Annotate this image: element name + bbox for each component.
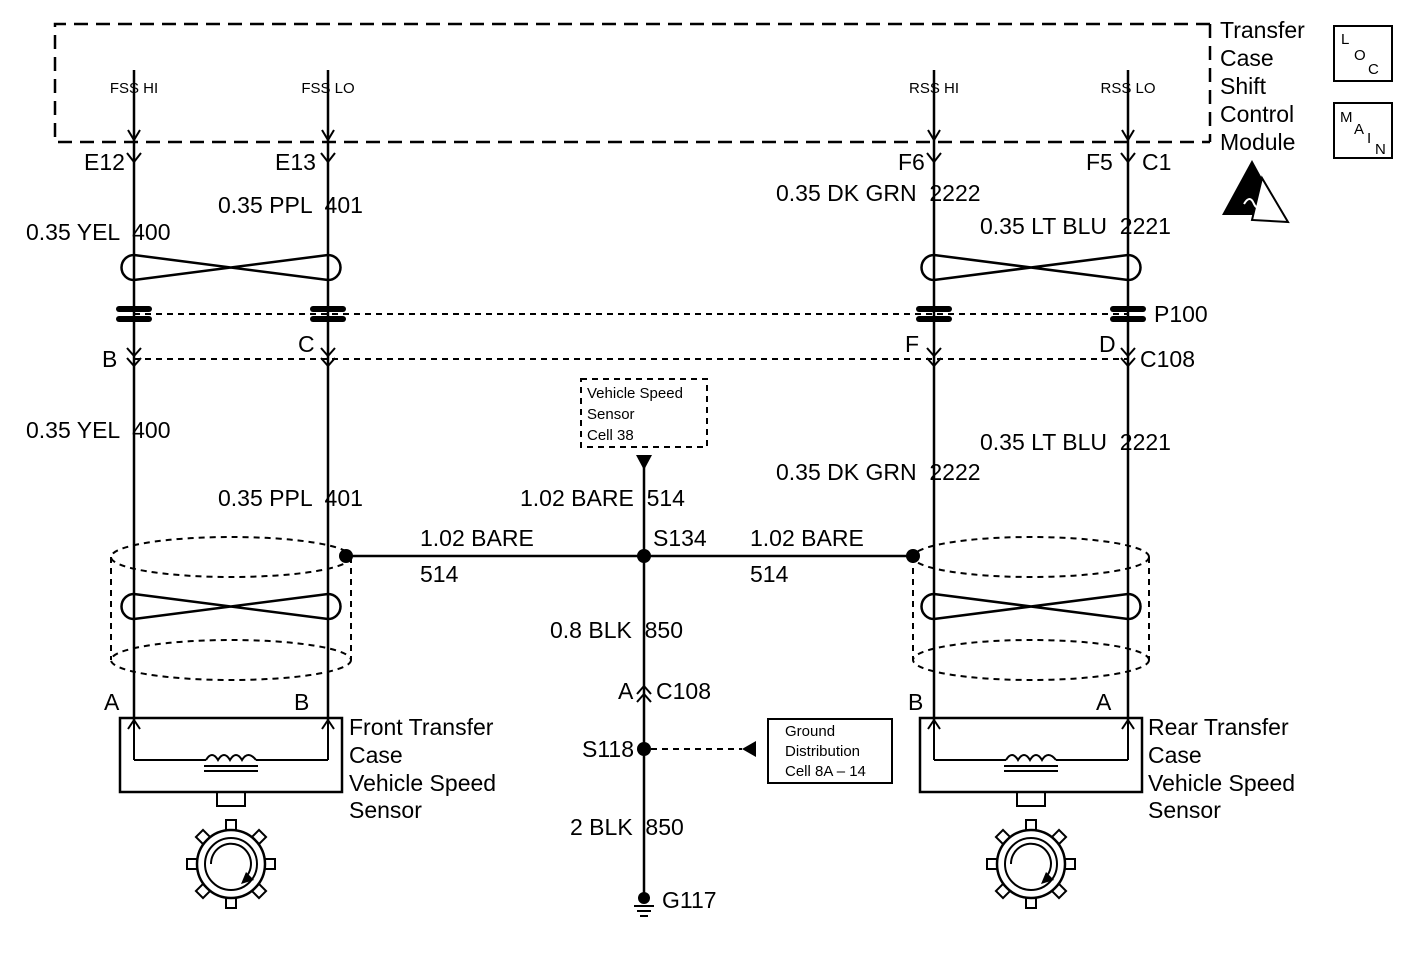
ground-ref-line: Distribution <box>785 743 860 760</box>
esd-sensitive-icon <box>1222 160 1290 224</box>
main-letter: A <box>1354 121 1364 138</box>
splice-s118-node <box>637 741 756 757</box>
wire-label-2221-lower: 0.35 LT BLU 2221 <box>980 429 1171 455</box>
pin-b: B <box>102 346 117 372</box>
sensor-label-line: Sensor <box>349 797 422 823</box>
pin-e13: E13 <box>275 149 316 175</box>
sensor-label-line: Case <box>349 742 403 768</box>
sensor-pin-a: A <box>1096 689 1112 715</box>
pin-f6: F6 <box>898 149 925 175</box>
shield-front <box>110 536 352 681</box>
connector-name-p100: P100 <box>1154 301 1208 327</box>
vss-reference-box[interactable]: Vehicle Speed Sensor Cell 38 <box>580 378 708 470</box>
splice-s118: S118 <box>582 736 634 762</box>
transfer-case-shift-control-module: Transfer Case Shift Control Module FSS H… <box>53 17 1305 155</box>
sensor-label-line: Vehicle Speed <box>1148 770 1295 796</box>
ground-ref-line: Ground <box>785 723 835 740</box>
twisted-pair-rear-upper <box>920 253 1142 282</box>
main-letter: N <box>1375 141 1386 158</box>
wire-label-850-upper: 0.8 BLK 850 <box>550 617 683 643</box>
loc-letter: C <box>1368 61 1379 78</box>
wire-label-850-lower: 2 BLK 850 <box>570 814 684 840</box>
sensor-label-line: Rear Transfer <box>1148 714 1289 740</box>
vss-ref-line: Vehicle Speed <box>587 385 683 402</box>
pin-f: F <box>905 331 919 357</box>
pin-f5: F5 <box>1086 149 1113 175</box>
shield-rear <box>912 536 1150 681</box>
splice-s134: S134 <box>653 525 707 551</box>
ground-g117: G117 <box>662 887 717 913</box>
loc-letter: L <box>1341 31 1349 48</box>
ground-g117-icon <box>634 892 654 917</box>
sensor-label-line: Sensor <box>1148 797 1221 823</box>
module-title-line: Case <box>1220 45 1274 71</box>
wire-label-400-lower: 0.35 YEL 400 <box>26 417 171 443</box>
vss-ref-line: Sensor <box>587 406 635 423</box>
ground-ref-line: Cell 8A – 14 <box>785 763 866 780</box>
pin-e12: E12 <box>84 149 125 175</box>
wire-label-401-upper: 0.35 PPL 401 <box>218 192 363 218</box>
pin-arrows <box>127 129 1135 142</box>
connector-name-c1: C1 <box>1142 149 1171 175</box>
loc-letter: O <box>1354 47 1366 64</box>
front-speed-sensor: A B Front Transfer Case Vehicle Speed S <box>104 689 496 909</box>
sensor-label-line: Case <box>1148 742 1202 768</box>
wire-label-514-left-a: 1.02 BARE <box>420 525 534 551</box>
loc-badge[interactable]: L O C <box>1333 25 1393 82</box>
rear-speed-sensor: B A Rear Transfer Case Vehicle Speed Se <box>908 689 1295 909</box>
module-title-line: Shift <box>1220 73 1267 99</box>
connector-name-c108-center: C108 <box>656 678 711 704</box>
wire-label-514-left-b: 514 <box>420 561 459 587</box>
connector-name-c108: C108 <box>1140 346 1195 372</box>
main-letter: M <box>1340 109 1353 126</box>
wire-label-401-lower: 0.35 PPL 401 <box>218 485 363 511</box>
connector-c1: E12 E13 F6 F5 C1 <box>84 149 1171 175</box>
connector-c108: B C F D C108 <box>102 331 1195 372</box>
module-title-line: Control <box>1220 101 1294 127</box>
module-title-line: Module <box>1220 129 1295 155</box>
wire-label-514-right-a: 1.02 BARE <box>750 525 864 551</box>
ground-distribution-reference[interactable]: Ground Distribution Cell 8A – 14 <box>767 718 893 784</box>
wire-label-400-upper: 0.35 YEL 400 <box>26 219 171 245</box>
connector-c108-center: A C108 <box>618 678 711 704</box>
sensor-label-line: Front Transfer <box>349 714 494 740</box>
pin-d: D <box>1099 331 1116 357</box>
sensor-label-line: Vehicle Speed <box>349 770 496 796</box>
vss-ref-line: Cell 38 <box>587 427 634 444</box>
sensor-pin-a: A <box>104 689 120 715</box>
wire-label-514-right-b: 514 <box>750 561 789 587</box>
connector-p100: P100 <box>116 301 1208 327</box>
twisted-pair-front-upper <box>120 253 342 282</box>
module-title-line: Transfer <box>1220 17 1305 43</box>
wire-label-2221-upper: 0.35 LT BLU 2221 <box>980 213 1171 239</box>
wire-label-2222-upper: 0.35 DK GRN 2222 <box>776 180 981 206</box>
main-letter: I <box>1367 130 1371 147</box>
sensor-pin-b: B <box>294 689 309 715</box>
wire-label-514-vertical: 1.02 BARE 514 <box>520 485 685 511</box>
pin-a-center: A <box>618 678 634 704</box>
sensor-pin-b: B <box>908 689 923 715</box>
wire-label-2222-lower: 0.35 DK GRN 2222 <box>776 459 981 485</box>
main-badge[interactable]: M A I N <box>1333 102 1393 159</box>
pin-c: C <box>298 331 315 357</box>
